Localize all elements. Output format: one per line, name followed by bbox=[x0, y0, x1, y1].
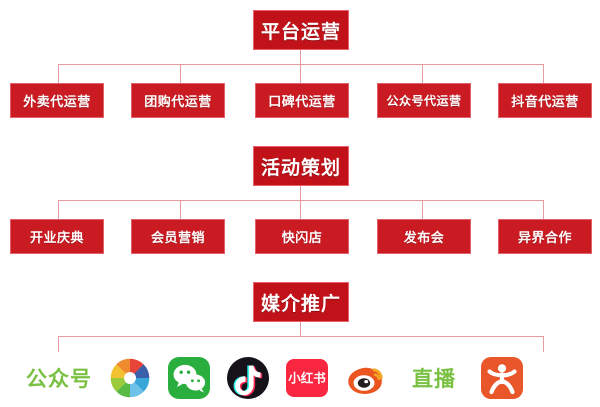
svg-text:小红书: 小红书 bbox=[287, 371, 326, 386]
node-fabu-hui[interactable]: 发布会 bbox=[377, 219, 471, 254]
connector-drop-3-right bbox=[543, 336, 544, 352]
connector-drop-2-2 bbox=[180, 200, 181, 219]
connector-drop-2-1 bbox=[58, 200, 59, 219]
connector-drop-1-5 bbox=[543, 64, 544, 83]
weibo-icon bbox=[344, 356, 388, 400]
node-huiyuan-yingxiao[interactable]: 会员营销 bbox=[131, 219, 225, 254]
media-channel-row: 公众号 bbox=[0, 352, 600, 407]
media-item-xiaohongshu[interactable]: 小红书 bbox=[281, 352, 333, 404]
dianping-icon bbox=[480, 356, 524, 400]
connector-drop-2-5 bbox=[543, 200, 544, 219]
node-kuaishan-dian[interactable]: 快闪店 bbox=[255, 219, 349, 254]
text-gongzhonghao-label: 公众号 bbox=[26, 368, 92, 391]
connector-bus-3 bbox=[58, 336, 543, 337]
connector-stem-3 bbox=[300, 322, 301, 336]
wechat-icon bbox=[167, 356, 211, 400]
node-gongzhonghao-daiyunying[interactable]: 公众号代运营 bbox=[377, 83, 471, 118]
media-item-wechat[interactable] bbox=[163, 352, 215, 404]
connector-drop-1-4 bbox=[422, 64, 423, 83]
node-douyin-daiyunying[interactable]: 抖音代运营 bbox=[498, 83, 592, 118]
media-item-dianping[interactable] bbox=[476, 352, 528, 404]
media-item-zhibo[interactable]: 直播 bbox=[398, 352, 470, 404]
connector-drop-3-left bbox=[58, 336, 59, 352]
node-yijie-hezuo[interactable]: 异界合作 bbox=[498, 219, 592, 254]
node-tuangou-daiyunying[interactable]: 团购代运营 bbox=[131, 83, 225, 118]
connector-drop-2-4 bbox=[422, 200, 423, 219]
connector-drop-1-1 bbox=[58, 64, 59, 83]
node-waimai-daiyunying[interactable]: 外卖代运营 bbox=[10, 83, 104, 118]
media-item-weibo[interactable] bbox=[340, 352, 392, 404]
text-zhibo-label: 直播 bbox=[412, 368, 456, 391]
media-item-douyin[interactable] bbox=[222, 352, 274, 404]
media-item-aperture[interactable] bbox=[104, 352, 156, 404]
section-header-media-promotion: 媒介推广 bbox=[253, 282, 349, 322]
node-koubei-daiyunying[interactable]: 口碑代运营 bbox=[255, 83, 349, 118]
connector-drop-1-2 bbox=[180, 64, 181, 83]
section-header-platform-operations: 平台运营 bbox=[253, 10, 349, 50]
connector-stem-2 bbox=[300, 186, 301, 200]
connector-drop-1-3 bbox=[300, 64, 301, 83]
douyin-icon bbox=[226, 356, 270, 400]
connector-drop-2-3 bbox=[300, 200, 301, 219]
node-kaiye-qingdian[interactable]: 开业庆典 bbox=[10, 219, 104, 254]
aperture-icon bbox=[108, 356, 152, 400]
media-item-gongzhonghao[interactable]: 公众号 bbox=[20, 352, 98, 404]
xiaohongshu-icon: 小红书 bbox=[285, 356, 329, 400]
connector-stem-1 bbox=[300, 50, 301, 64]
section-header-event-planning: 活动策划 bbox=[253, 146, 349, 186]
